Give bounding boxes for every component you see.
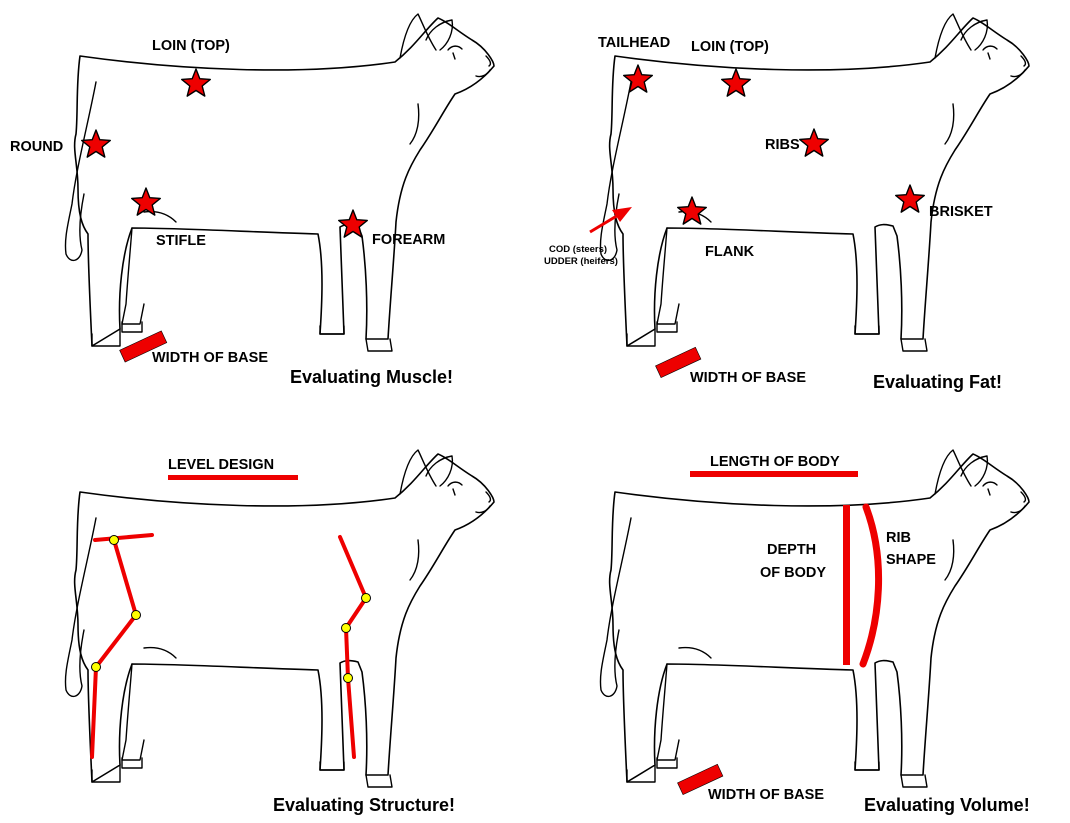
label-udder: UDDER (heifers) xyxy=(544,256,618,267)
label-round: ROUND xyxy=(10,139,63,155)
label-flank: FLANK xyxy=(705,244,755,260)
label-level-design: LEVEL DESIGN xyxy=(168,457,274,473)
panel-fat: TAILHEAD LOIN (TOP) RIBS BRISKET FLANK C… xyxy=(544,14,1029,392)
label-cod: COD (steers) xyxy=(549,244,607,255)
label-shape: SHAPE xyxy=(886,552,936,568)
panel-structure: LEVEL DESIGN Evaluating Structure! xyxy=(65,450,494,815)
panel-title: Evaluating Volume! xyxy=(864,795,1030,815)
label-ribs: RIBS xyxy=(765,137,800,153)
label-tailhead: TAILHEAD xyxy=(598,35,670,51)
label-length-of-body: LENGTH OF BODY xyxy=(710,454,840,470)
panel-muscle: LOIN (TOP) ROUND STIFLE FOREARM WIDTH OF… xyxy=(10,14,494,387)
panel-volume: LENGTH OF BODY DEPTH OF BODY RIB SHAPE W… xyxy=(600,450,1029,815)
label-depth: DEPTH xyxy=(767,542,816,558)
label-brisket: BRISKET xyxy=(929,204,993,220)
label-width-of-base: WIDTH OF BASE xyxy=(708,787,824,803)
panel-title: Evaluating Structure! xyxy=(273,795,455,815)
joint-dot xyxy=(92,663,101,672)
joint-dot xyxy=(344,674,353,683)
label-forearm: FOREARM xyxy=(372,232,445,248)
length-bar xyxy=(690,471,858,477)
joint-dot xyxy=(110,536,119,545)
panel-title: Evaluating Fat! xyxy=(873,372,1002,392)
joint-dot xyxy=(362,594,371,603)
label-of-body: OF BODY xyxy=(760,565,826,581)
label-loin: LOIN (TOP) xyxy=(691,39,769,55)
label-width-of-base: WIDTH OF BASE xyxy=(690,370,806,386)
depth-bar xyxy=(843,505,850,665)
label-rib: RIB xyxy=(886,530,911,546)
joint-dot xyxy=(132,611,141,620)
panel-title: Evaluating Muscle! xyxy=(290,367,453,387)
label-stifle: STIFLE xyxy=(156,233,206,249)
joint-dot xyxy=(342,624,351,633)
label-loin: LOIN (TOP) xyxy=(152,38,230,54)
level-bar xyxy=(168,475,298,480)
label-width-of-base: WIDTH OF BASE xyxy=(152,350,268,366)
